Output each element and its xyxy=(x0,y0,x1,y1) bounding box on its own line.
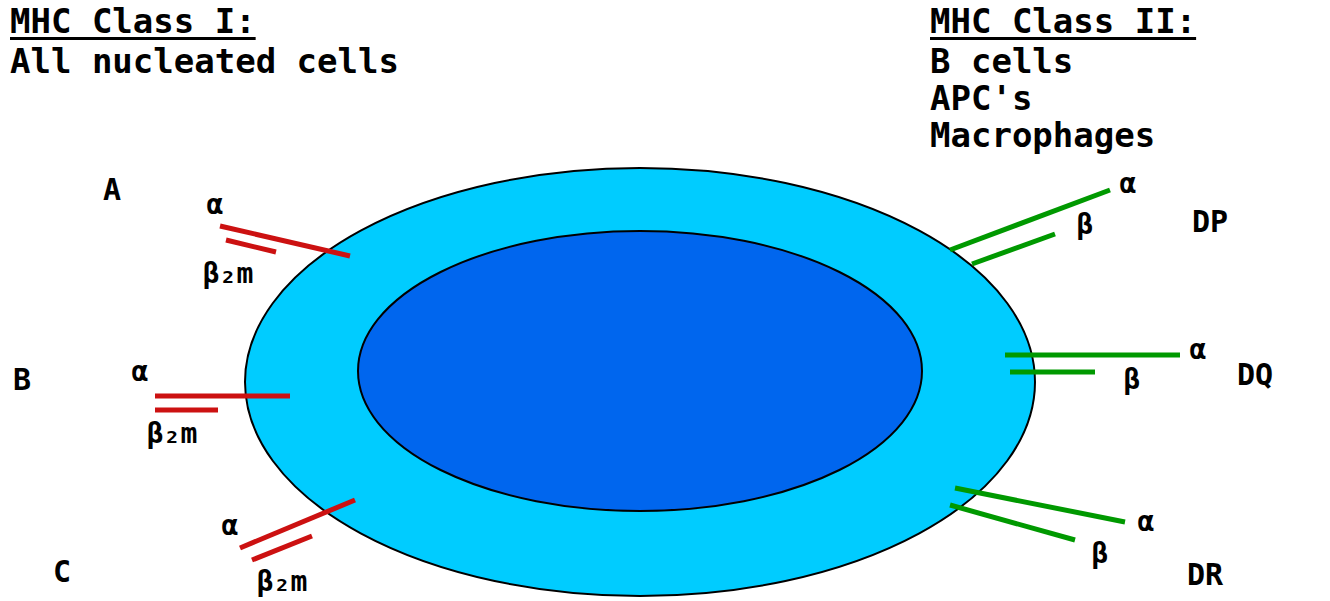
beta-chain xyxy=(950,505,1075,540)
chain-label: α xyxy=(207,191,224,219)
chain-label: α xyxy=(222,512,239,540)
alpha-chain xyxy=(955,488,1125,522)
molecule-label: B xyxy=(13,365,31,395)
beta-chain xyxy=(1010,370,1095,375)
class-heading: MHC Class II: xyxy=(930,4,1196,38)
beta2m-chain xyxy=(155,408,218,413)
cell-membrane xyxy=(245,168,1035,596)
beta2m-chain xyxy=(226,240,276,252)
cell-type-label: APC's xyxy=(930,81,1032,115)
chain-label: β₂m xyxy=(147,420,198,448)
cell-type-label: All nucleated cells xyxy=(10,44,399,78)
class-heading: MHC Class I: xyxy=(10,4,256,38)
chain-label: α xyxy=(1120,170,1137,198)
cell-nucleus xyxy=(358,231,922,511)
chain-label: β xyxy=(1124,366,1141,394)
chain-label: α xyxy=(132,358,149,386)
molecule-label: DQ xyxy=(1237,360,1273,390)
chain-label: α xyxy=(1190,336,1207,364)
molecule-label: A xyxy=(103,175,121,205)
molecule-label: DP xyxy=(1192,207,1228,237)
chain-label: α xyxy=(1138,508,1155,536)
mhc-class-one-molecules xyxy=(155,226,355,560)
molecule-label: C xyxy=(53,557,71,587)
beta-chain xyxy=(972,234,1055,264)
alpha-chain xyxy=(1005,353,1180,358)
cell-type-label: Macrophages xyxy=(930,118,1155,152)
alpha-chain xyxy=(155,394,290,399)
alpha-chain xyxy=(220,226,350,256)
molecule-label: DR xyxy=(1187,560,1223,590)
chain-label: β₂m xyxy=(203,260,254,288)
beta2m-chain xyxy=(252,536,312,560)
chain-label: β₂m xyxy=(257,568,308,596)
chain-label: β xyxy=(1077,211,1094,239)
chain-label: β xyxy=(1092,540,1109,568)
mhc-class-two-molecules xyxy=(950,190,1180,540)
cell-type-label: B cells xyxy=(930,44,1073,78)
